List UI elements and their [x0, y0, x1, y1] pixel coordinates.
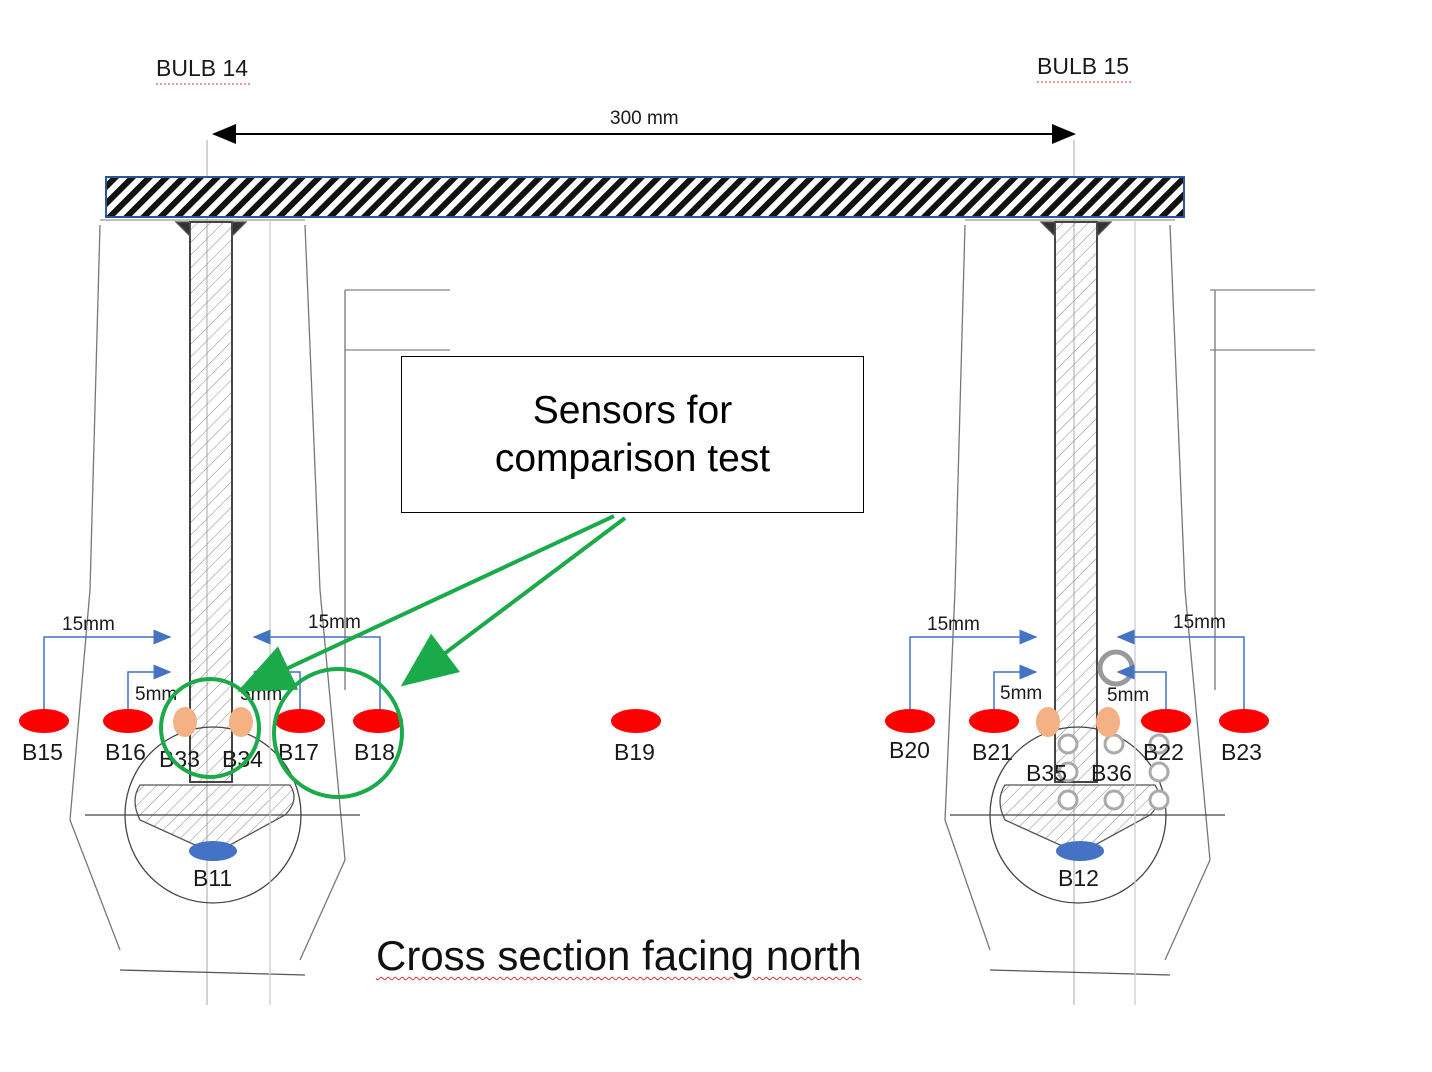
- label-b23: B23: [1221, 739, 1262, 765]
- sensor-b18: [353, 709, 403, 733]
- sensor-b19: [611, 709, 661, 733]
- sensor-b21: [969, 709, 1019, 733]
- label-b12: B12: [1058, 865, 1099, 891]
- sensor-b34: [229, 707, 253, 737]
- sensor-b36: [1096, 707, 1120, 737]
- label-b16: B16: [105, 739, 146, 765]
- highlight-circle-inner: [159, 677, 261, 779]
- bulb-15-drawing: [944, 219, 1315, 1005]
- label-b17: B17: [278, 739, 319, 765]
- callout-line-2: comparison test: [494, 436, 771, 480]
- sensor-b16: [103, 709, 153, 733]
- bulb-14-drawing: [69, 219, 450, 1005]
- sensor-b35: [1036, 707, 1060, 737]
- offset-outer-right-15: 15mm: [1173, 612, 1226, 633]
- callout-arrow-to-inner: [237, 514, 615, 692]
- label-b36: B36: [1091, 760, 1132, 786]
- offset-brackets-bulb-15: [909, 629, 1245, 718]
- offset-inner-right-15: 5mm: [1107, 685, 1149, 706]
- diagram-caption: Cross section facing north: [376, 932, 862, 980]
- label-b22: B22: [1143, 739, 1184, 765]
- offset-outer-right-14: 15mm: [308, 612, 361, 633]
- label-b18: B18: [354, 739, 395, 765]
- sensor-b22: [1141, 709, 1191, 733]
- sensor-b11: [189, 841, 237, 861]
- callout-box: Sensors for comparison test: [401, 356, 864, 513]
- caption-text: Cross section facing north: [376, 932, 862, 979]
- callout-line-1: Sensors for: [532, 388, 733, 432]
- sensor-b12: [1056, 841, 1104, 861]
- label-b20: B20: [889, 737, 930, 763]
- label-b21: B21: [972, 739, 1013, 765]
- deck-plate: [105, 176, 1185, 218]
- sensor-b33: [173, 707, 197, 737]
- bulb-15-label: BULB 15: [1037, 53, 1129, 79]
- highlight-circle-outer: [272, 667, 404, 799]
- offset-outer-left-14: 15mm: [62, 614, 115, 635]
- bulb-14-label: BULB 14: [156, 55, 248, 81]
- sensor-b20: [885, 709, 935, 733]
- label-b19: B19: [614, 739, 655, 765]
- span-dimension-label: 300 mm: [610, 108, 679, 129]
- offset-outer-left-15: 15mm: [927, 614, 980, 635]
- label-b11: B11: [193, 865, 232, 891]
- sensor-b17: [275, 709, 325, 733]
- offset-inner-left-15: 5mm: [1000, 683, 1042, 704]
- sensor-b15: [19, 709, 69, 733]
- sensor-b23: [1219, 709, 1269, 733]
- callout-arrow-to-outer: [400, 516, 627, 687]
- label-b35: B35: [1026, 760, 1067, 786]
- label-b34: B34: [222, 746, 263, 772]
- label-b15: B15: [22, 739, 63, 765]
- offset-inner-left-14: 5mm: [135, 684, 177, 705]
